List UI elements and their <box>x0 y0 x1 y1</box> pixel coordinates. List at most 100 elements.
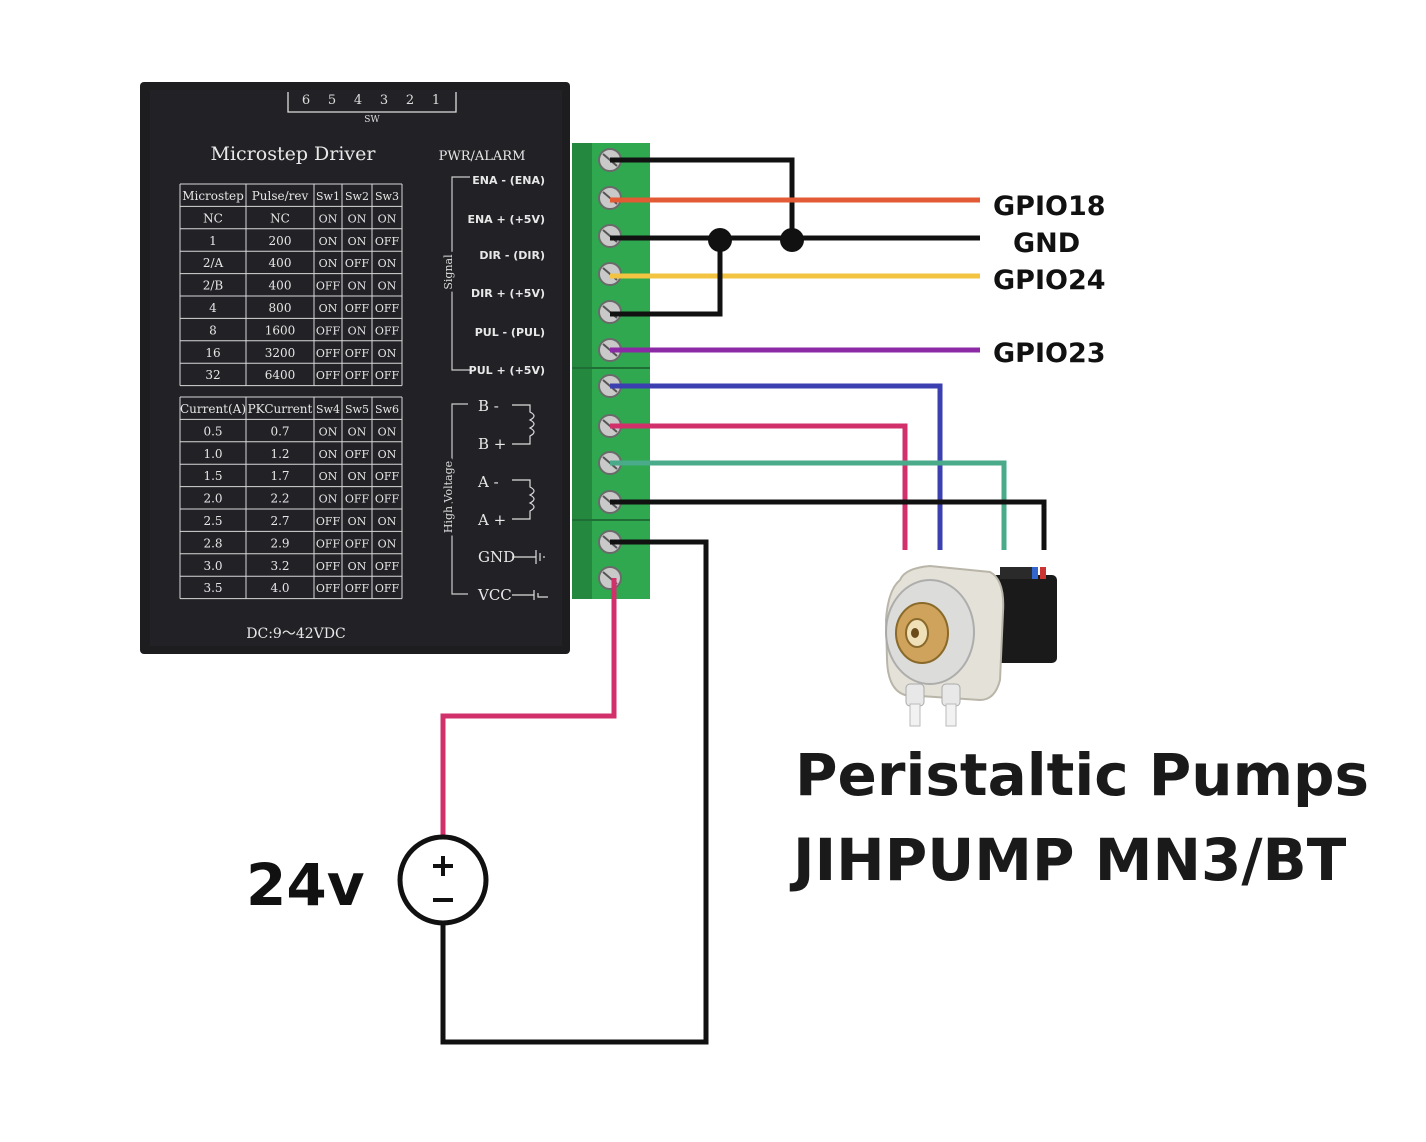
signal-terminal-label: DIR + (+5V) <box>471 287 545 300</box>
gpio-labels: GPIO18 GND GPIO24 GPIO23 <box>993 191 1106 369</box>
table-header-cell: Sw3 <box>375 190 399 203</box>
hv-terminal-label: A - <box>477 473 499 491</box>
junction-dot <box>780 228 804 252</box>
table-cell: OFF <box>375 470 400 483</box>
table-cell: OFF <box>316 515 341 528</box>
table-cell: 1.5 <box>203 469 222 483</box>
sw-number: 3 <box>380 93 388 108</box>
signal-terminal-labels: ENA - (ENA)ENA + (+5V)DIR - (DIR)DIR + (… <box>467 174 545 377</box>
table-cell: ON <box>378 537 397 550</box>
wire-supply-gnd <box>440 539 709 1045</box>
table-cell: OFF <box>375 493 400 506</box>
peristaltic-pump-image <box>884 564 1057 727</box>
table-cell: OFF <box>345 302 370 315</box>
table-cell: 16 <box>205 346 220 360</box>
table-cell: OFF <box>345 537 370 550</box>
hv-terminal-label: A + <box>477 511 506 529</box>
table-header-cell: Sw2 <box>345 190 369 203</box>
table-cell: ON <box>348 235 367 248</box>
signal-group: Signal <box>439 176 470 371</box>
table-header-cell: Sw6 <box>375 403 399 416</box>
table-cell: OFF <box>375 560 400 573</box>
table-cell: 400 <box>269 279 292 293</box>
table-cell: ON <box>348 470 367 483</box>
table-header-cell: Sw5 <box>345 403 369 416</box>
table-cell: 2.2 <box>270 492 289 506</box>
table-cell: ON <box>378 212 397 225</box>
table-cell: 1600 <box>265 323 296 337</box>
table-cell: 32 <box>205 368 220 382</box>
table-cell: OFF <box>345 369 370 382</box>
table-cell: ON <box>319 470 338 483</box>
hv-group: High Voltage <box>439 403 468 595</box>
table-cell: 4.0 <box>270 581 289 595</box>
table-cell: NC <box>203 211 223 225</box>
table-cell: OFF <box>345 493 370 506</box>
hv-terminal-label: VCC <box>477 586 512 604</box>
table-cell: OFF <box>375 302 400 315</box>
sw-bracket <box>287 92 457 113</box>
sw-number: 4 <box>354 93 362 108</box>
signal-terminal-label: PUL + (+5V) <box>469 364 545 377</box>
table-cell: ON <box>378 425 397 438</box>
table-cell: OFF <box>316 369 341 382</box>
hv-group-label: High Voltage <box>442 461 455 533</box>
table-header-cell: Sw4 <box>316 403 340 416</box>
table-cell: OFF <box>375 235 400 248</box>
table-cell: OFF <box>316 280 341 293</box>
table-cell: 3.0 <box>203 559 222 573</box>
signal-group-label: Signal <box>442 254 455 290</box>
table-cell: 800 <box>269 301 292 315</box>
supply-voltage-label: 24v <box>246 851 365 919</box>
table-cell: OFF <box>375 582 400 595</box>
table-cell: 1.0 <box>203 447 222 461</box>
table-cell: ON <box>319 493 338 506</box>
sw-number: 6 <box>302 93 310 108</box>
table-cell: 3.5 <box>203 581 222 595</box>
pump-title-line1: Peristaltic Pumps <box>795 741 1369 809</box>
junction-dot <box>708 228 732 252</box>
table-cell: OFF <box>345 347 370 360</box>
pwr-alarm-label: PWR/ALARM <box>439 149 526 164</box>
table-cell: 400 <box>269 256 292 270</box>
table-cell: 2/A <box>203 256 224 270</box>
table-cell: ON <box>319 257 338 270</box>
table-cell: 2.9 <box>270 536 289 550</box>
table-cell: 0.7 <box>270 424 289 438</box>
dc-supply-symbol <box>397 834 489 926</box>
table-cell: ON <box>319 302 338 315</box>
table-cell: ON <box>378 347 397 360</box>
signal-terminal-label: DIR - (DIR) <box>479 249 545 262</box>
table-cell: ON <box>319 235 338 248</box>
table-cell: OFF <box>316 324 341 337</box>
table-cell: OFF <box>375 324 400 337</box>
table-cell: OFF <box>316 560 341 573</box>
table-cell: ON <box>348 515 367 528</box>
table-header-cell: Sw1 <box>316 190 340 203</box>
wire-ena-minus <box>610 157 795 240</box>
table-cell: NC <box>270 211 290 225</box>
wire-b-plus <box>610 423 908 550</box>
table-cell: ON <box>378 280 397 293</box>
table-cell: 2.5 <box>203 514 222 528</box>
table-cell: 2.7 <box>270 514 289 528</box>
sw-number: 1 <box>432 93 440 108</box>
table-cell: ON <box>378 257 397 270</box>
table-cell: ON <box>348 560 367 573</box>
sw-numbers: 6 5 4 3 2 1 <box>302 93 440 108</box>
table-cell: 4 <box>209 301 217 315</box>
table-cell: 1.2 <box>270 447 289 461</box>
table-cell: 6400 <box>265 368 296 382</box>
table-cell: ON <box>378 515 397 528</box>
table-cell: 2/B <box>203 279 224 293</box>
coil-symbols <box>512 404 548 600</box>
table-header-cell: Current(A) <box>180 402 246 416</box>
table-cell: 200 <box>269 234 292 248</box>
table-cell: 3.2 <box>270 559 289 573</box>
wire-supply-vcc <box>440 578 617 838</box>
table-header-cell: PKCurrent <box>248 402 313 416</box>
